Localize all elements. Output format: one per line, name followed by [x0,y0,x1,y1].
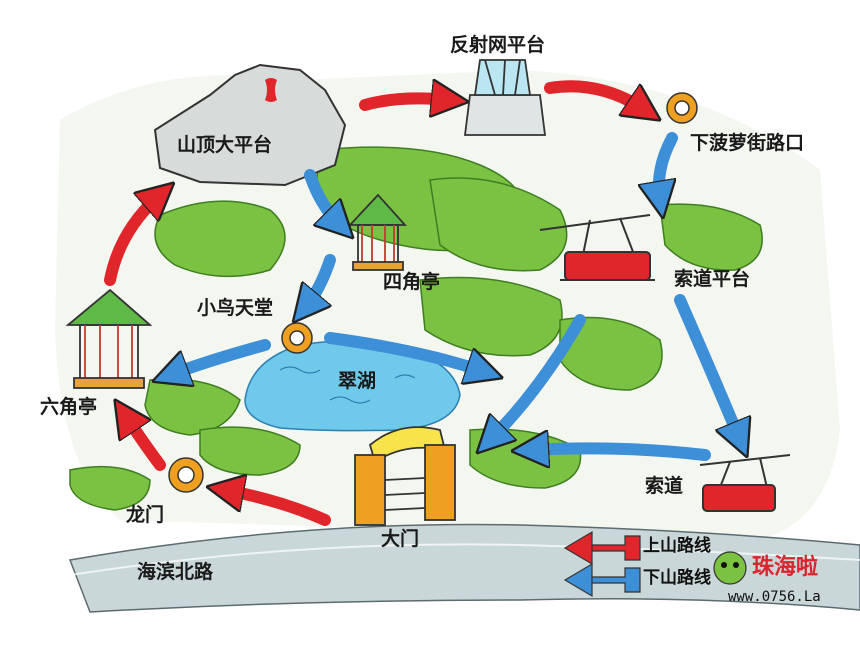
legend-up-route-label: 上山路线 [643,536,711,556]
legend-down-arrow-head [563,562,593,598]
label-emerald-lake: 翠湖 [338,370,377,392]
legend-up-arrow [579,535,641,561]
label-summit-platform: 山顶大平台 [177,134,273,156]
ring-dragon-gate [168,457,204,493]
main-gate-icon [354,426,456,526]
watermark-brand: 珠海啦 [752,554,819,580]
cableway-platform-icon [539,214,655,281]
six-corner-pavilion-icon [65,288,153,389]
down-arrow-pineapple-to-cableway [659,132,678,200]
four-corner-pavilion-icon [347,193,408,271]
label-cableway-platform: 索道平台 [674,268,751,290]
up-arrow-dragon-to-six [125,415,166,471]
label-reflector-platform: 反射网平台 [450,34,546,56]
label-main-gate: 大门 [381,528,420,550]
watermark-url: www.0756.La [728,589,821,605]
down-arrow-bird-to-six [170,339,271,375]
cableway-icon [699,454,791,512]
down-route-arrows [170,132,740,455]
coastal-road [68,523,860,613]
down-arrow-summit-to-pavilion [304,169,340,225]
legend-down-route-label: 下山路线 [643,568,711,588]
reflector-tower-icon [463,59,547,136]
label-four-corner-pavilion: 四角亭 [383,271,441,293]
down-arrow-platform-to-cableway [674,294,740,440]
up-arrow-gate-to-dragon [225,490,331,526]
up-arrow-six-to-summit [104,195,160,286]
label-road: 海滨北路 [137,561,214,583]
summit-flag [265,78,277,102]
down-arrow-pavilion-to-bird [305,254,336,308]
watermark-face-icon [713,551,747,585]
down-arrow-bird-to-east [324,332,485,372]
label-dragon-gate: 龙门 [126,504,165,526]
label-cableway: 索道 [645,475,684,497]
label-six-corner-pavilion: 六角亭 [40,396,98,418]
down-arrow-platform-to-gate [490,314,586,440]
down-arrow-cableway-to-gate [530,448,711,455]
legend-down-arrow [579,567,641,593]
ring-bird-paradise [281,322,313,354]
label-pineapple-street: 下菠萝街路口 [690,132,805,154]
legend-arrows [563,530,641,598]
summit-rock [153,63,347,187]
up-arrow-reflector-to-pineapple [544,80,645,110]
label-bird-paradise: 小鸟天堂 [197,297,274,319]
up-route-arrows [104,80,645,526]
ring-pineapple-street [666,92,698,124]
up-arrow-summit-to-reflector [359,98,450,105]
road-edge-line [69,543,860,576]
lake-ripples [279,366,416,404]
legend-up-arrow-head [563,530,593,566]
waypoint-rings [168,92,698,493]
